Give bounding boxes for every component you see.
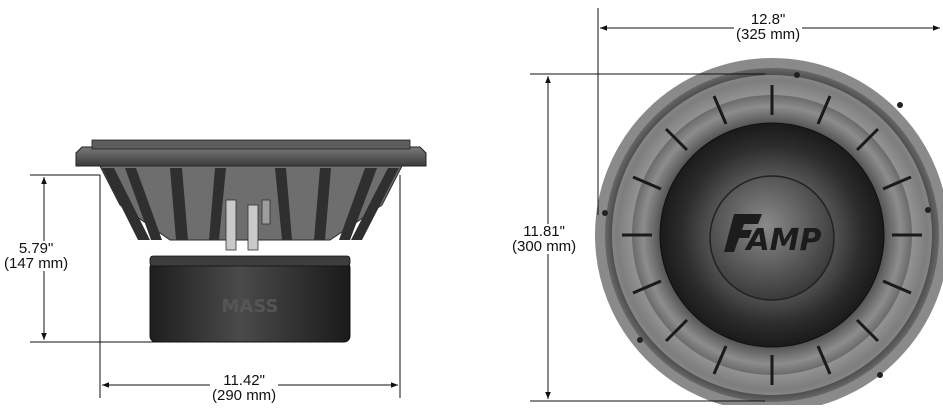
front-height-mm: (300 mm): [512, 238, 577, 255]
front-view-speaker: AMP: [595, 58, 943, 410]
mounting-screws: [602, 72, 931, 378]
side-height-label: 5.79" (147 mm): [2, 240, 71, 272]
front-height-inches: 11.81": [523, 223, 565, 240]
front-width-mm: (325 mm): [736, 26, 801, 43]
basket-spokes: [102, 168, 399, 240]
amp-logo: AMP: [724, 214, 822, 258]
front-height-label: 11.81" (300 mm): [510, 223, 579, 255]
dust-cap: [709, 175, 835, 301]
svg-text:AMP: AMP: [744, 223, 821, 258]
front-width-inches: 12.8": [750, 11, 786, 28]
side-height-inches: 5.79": [18, 240, 54, 257]
side-view-dimensions: [30, 174, 401, 398]
side-height-mm: (147 mm): [4, 255, 69, 272]
front-width-label: 12.8" (325 mm): [734, 11, 803, 43]
magnet-brand-label: MASS: [222, 296, 279, 317]
side-width-mm: (290 mm): [212, 387, 277, 404]
surround-ribs: [622, 85, 922, 385]
side-width-inches: 11.42": [223, 372, 265, 389]
terminal-posts: [225, 199, 271, 251]
side-width-label: 11.42" (290 mm): [210, 372, 279, 404]
side-view-speaker: MASS: [75, 139, 427, 343]
